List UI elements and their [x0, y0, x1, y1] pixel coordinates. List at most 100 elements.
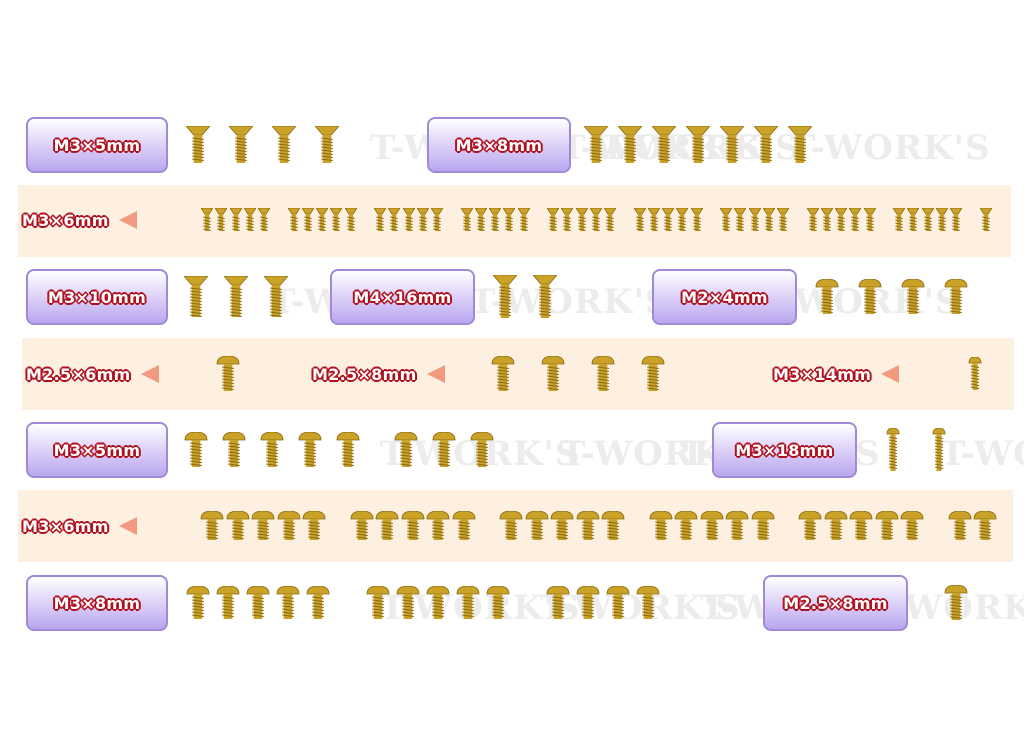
screw-icon: [375, 510, 399, 545]
screw-icon: [589, 207, 603, 236]
size-label-chip: M3×18mm: [712, 422, 857, 478]
screw-icon: [184, 431, 208, 472]
screw-icon: [271, 125, 297, 168]
watermark-logo: T-WORK'S: [790, 128, 991, 168]
screw-icon: [488, 207, 502, 236]
screw-icon: [387, 207, 402, 236]
screw-icon: [815, 278, 839, 319]
screw-icon: [601, 510, 625, 545]
size-label-text: M3×14mm: [773, 364, 872, 384]
size-label-text: M4×16mm: [353, 287, 452, 307]
size-label-chip: M2×4mm: [652, 269, 797, 325]
screw-icon: [719, 125, 745, 168]
screw-icon: [216, 355, 240, 396]
screw-icon: [762, 207, 776, 236]
size-label-chip: M3×5mm: [26, 117, 168, 173]
screw-icon: [223, 275, 249, 322]
screw-icon: [849, 510, 873, 545]
watermark-logo: T-WORK'S: [940, 434, 1024, 474]
screw-icon: [900, 510, 924, 545]
screw-icon: [636, 585, 660, 624]
screw-icon: [973, 510, 997, 545]
screw-icon: [747, 207, 762, 236]
size-label-chip: M3×5mm: [26, 422, 168, 478]
screw-icon: [892, 207, 906, 236]
screw-icon: [944, 278, 968, 319]
screw-icon: [228, 207, 243, 236]
size-label-text: M3×5mm: [53, 440, 141, 460]
screw-icon: [948, 510, 972, 545]
screw-icon: [944, 584, 968, 625]
screw-icon: [725, 510, 749, 545]
size-label-text: M3×10mm: [47, 287, 147, 307]
size-label-chip: M3×8mm: [427, 117, 571, 173]
screw-icon: [525, 510, 549, 545]
screw-icon: [336, 431, 360, 472]
screw-icon: [834, 207, 848, 236]
screw-icon: [968, 356, 982, 395]
screw-icon: [546, 207, 560, 236]
screw-icon: [935, 207, 949, 236]
screw-icon: [550, 510, 574, 545]
screw-icon: [263, 275, 289, 322]
screw-icon: [576, 510, 600, 545]
screw-icon: [470, 431, 494, 472]
screw-icon: [787, 125, 813, 168]
screw-icon: [216, 585, 240, 624]
screw-icon: [674, 510, 698, 545]
screw-icon: [591, 355, 615, 396]
watermark-logo: T-WORK'S: [380, 588, 581, 628]
screw-icon: [733, 207, 748, 236]
screw-icon: [675, 207, 690, 236]
screw-icon: [661, 207, 675, 236]
screw-icon: [700, 510, 724, 545]
pointer-arrow-icon: [140, 365, 159, 383]
screw-icon: [459, 207, 474, 236]
screw-icon: [276, 585, 300, 624]
screw-icon: [649, 510, 673, 545]
screw-icon: [848, 207, 863, 236]
screw-icon: [574, 207, 589, 236]
screw-icon: [583, 125, 609, 168]
screw-icon: [647, 207, 661, 236]
size-label-chip: M3×8mm: [26, 575, 168, 631]
screw-icon: [456, 585, 480, 624]
screw-icon: [260, 431, 284, 472]
screw-icon: [499, 510, 523, 545]
screw-icon: [185, 125, 211, 168]
row-band: [22, 338, 1014, 410]
screw-icon: [776, 207, 790, 236]
size-label-text: M2×4mm: [681, 287, 768, 307]
size-label-text: M3×6mm: [22, 210, 109, 230]
screw-icon: [416, 207, 430, 236]
size-label-chip: M2.5×8mm: [763, 575, 908, 631]
screw-icon: [243, 207, 257, 236]
pointer-arrow-icon: [881, 365, 900, 383]
screw-icon: [617, 125, 643, 168]
size-label-text: M2.5×6mm: [26, 364, 131, 384]
size-label-text: M2.5×8mm: [312, 364, 417, 384]
screw-icon: [432, 431, 456, 472]
screw-icon: [314, 125, 340, 168]
screw-icon: [603, 207, 617, 236]
screw-icon: [719, 207, 733, 236]
screw-icon: [978, 207, 993, 236]
size-label: M3×14mm: [773, 346, 900, 402]
screw-icon: [798, 510, 822, 545]
screw-icon: [306, 585, 330, 624]
pointer-arrow-icon: [118, 211, 137, 229]
screw-icon: [805, 207, 820, 236]
screw-icon: [200, 510, 224, 545]
screw-icon: [689, 207, 704, 236]
watermark-logo: T-WORK'S: [540, 588, 741, 628]
screw-icon: [516, 207, 531, 236]
screw-icon: [920, 207, 935, 236]
screw-icon: [858, 278, 882, 319]
screw-icon: [315, 207, 329, 236]
row-band: [18, 185, 1011, 257]
screw-icon: [606, 585, 630, 624]
size-label-text: M3×8mm: [53, 593, 141, 613]
size-label-text: M2.5×8mm: [783, 593, 888, 613]
screw-icon: [426, 585, 450, 624]
screw-icon: [373, 207, 387, 236]
